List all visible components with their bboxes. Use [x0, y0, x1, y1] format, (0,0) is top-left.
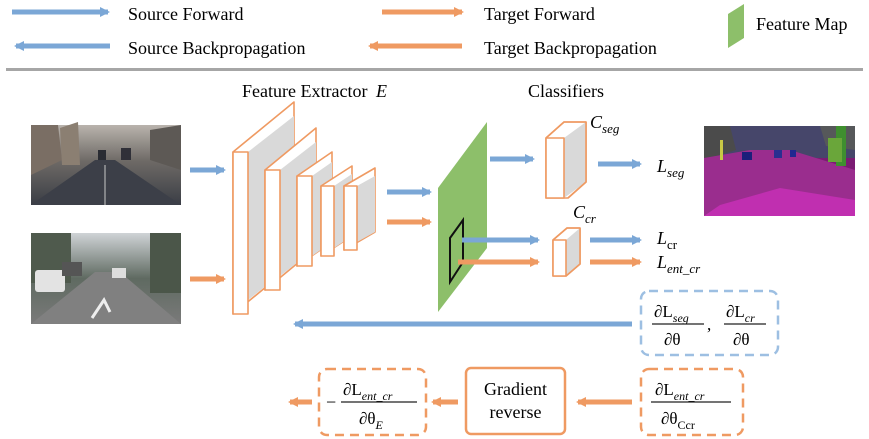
feature-extractor-title: Feature Extractor E: [242, 81, 387, 101]
svg-text:∂Lent_cr: ∂Lent_cr: [655, 380, 705, 403]
l-ent-cr-label: Lent_cr: [656, 252, 701, 276]
svg-text:∂θCcr: ∂θCcr: [661, 409, 695, 432]
svg-text:∂θ: ∂θ: [733, 330, 750, 349]
source-gradient-box: ∂Lseg ∂θ , ∂Lcr ∂θ: [639, 289, 780, 357]
legend-feature-map-swatch: [728, 4, 744, 48]
svg-text:reverse: reverse: [490, 402, 542, 422]
legend-divider: [6, 68, 863, 71]
l-cr-label: Lcr: [656, 228, 678, 252]
legend-target-backprop-label: Target Backpropagation: [484, 38, 657, 58]
l-seg-label: Lseg: [656, 156, 685, 180]
output-gradient-box: − ∂Lent_cr ∂θE: [317, 367, 428, 437]
svg-text:∂Lseg: ∂Lseg: [654, 302, 689, 325]
feature-extractor: [232, 101, 376, 315]
legend-source-backprop-label: Source Backpropagation: [128, 38, 305, 58]
target-image: [31, 233, 181, 324]
cr-classifier: [552, 227, 581, 277]
svg-text:−: −: [326, 392, 336, 412]
legend-feature-map-label: Feature Map: [756, 14, 847, 34]
classifiers-title: Classifiers: [528, 81, 604, 101]
source-image: [31, 122, 181, 205]
svg-text:∂Lcr: ∂Lcr: [726, 302, 755, 325]
svg-text:Gradient: Gradient: [484, 379, 547, 399]
segmentation-output-image: [704, 126, 855, 216]
svg-text:∂Lent_cr: ∂Lent_cr: [343, 380, 393, 403]
svg-text:,: ,: [707, 315, 711, 334]
legend: Source Forward Target Forward Source Bac…: [12, 4, 847, 58]
seg-classifier: [545, 121, 587, 199]
c-cr-label: Ccr: [573, 202, 597, 226]
svg-text:∂θE: ∂θE: [359, 409, 384, 432]
legend-target-forward-label: Target Forward: [484, 4, 595, 24]
c-seg-label: Cseg: [590, 112, 620, 136]
gradient-reverse-box: Gradient reverse: [464, 366, 567, 436]
target-gradient-box: ∂Lent_cr ∂θCcr: [639, 367, 745, 437]
legend-source-forward-label: Source Forward: [128, 4, 243, 24]
svg-text:∂θ: ∂θ: [664, 330, 681, 349]
feature-map: [438, 122, 487, 312]
